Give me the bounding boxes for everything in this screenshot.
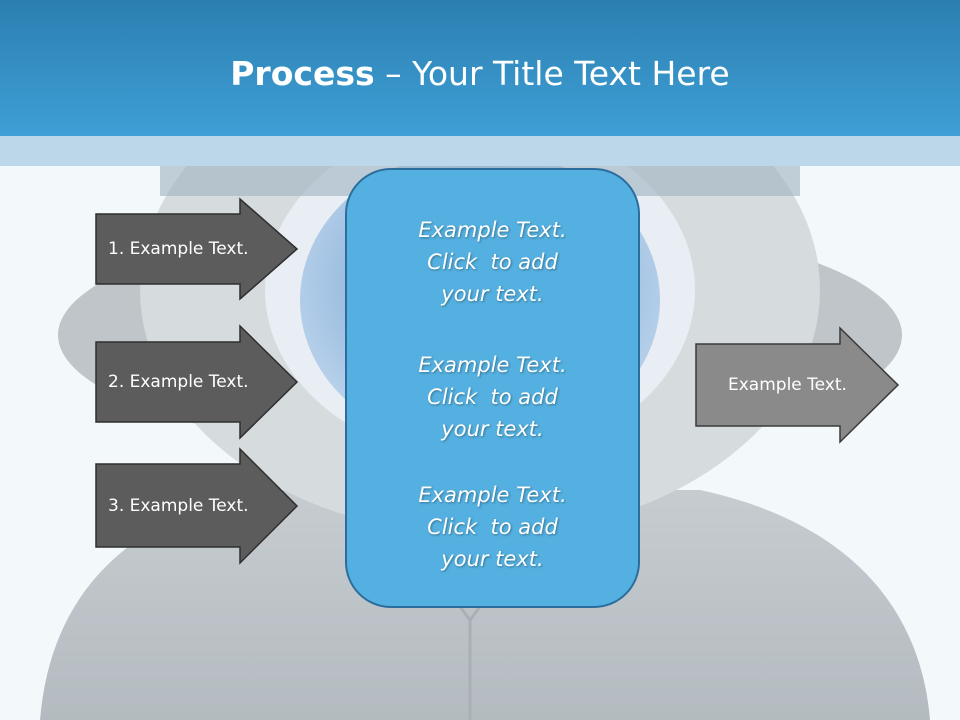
arrow-label: 3. Example Text. bbox=[108, 496, 249, 516]
header-bar bbox=[0, 0, 960, 136]
left-arrow-2[interactable]: 2. Example Text. bbox=[95, 324, 299, 440]
title-rest: – Your Title Text Here bbox=[374, 54, 730, 93]
arrow-shape bbox=[95, 197, 299, 301]
arrow-label: 2. Example Text. bbox=[108, 372, 249, 392]
arrow-shape bbox=[95, 324, 299, 440]
left-arrow-3[interactable]: 3. Example Text. bbox=[95, 447, 299, 565]
center-text-block-3[interactable]: Example Text. Click to add your text. bbox=[418, 483, 567, 571]
title-strong: Process bbox=[230, 54, 375, 93]
left-arrow-1[interactable]: 1. Example Text. bbox=[95, 197, 299, 301]
center-text-block-2[interactable]: Example Text. Click to add your text. bbox=[418, 353, 567, 441]
slide-title[interactable]: Process – Your Title Text Here bbox=[0, 52, 960, 96]
arrow-shape bbox=[95, 447, 299, 565]
center-text-block-1[interactable]: Example Text. Click to add your text. bbox=[418, 218, 567, 306]
arrow-shape bbox=[695, 326, 900, 444]
arrow-label: 1. Example Text. bbox=[108, 239, 249, 259]
center-text-box[interactable]: Example Text. Click to add your text. Ex… bbox=[345, 168, 640, 608]
arrow-label: Example Text. bbox=[728, 375, 847, 395]
right-arrow[interactable]: Example Text. bbox=[695, 326, 900, 444]
header-band bbox=[0, 136, 960, 166]
